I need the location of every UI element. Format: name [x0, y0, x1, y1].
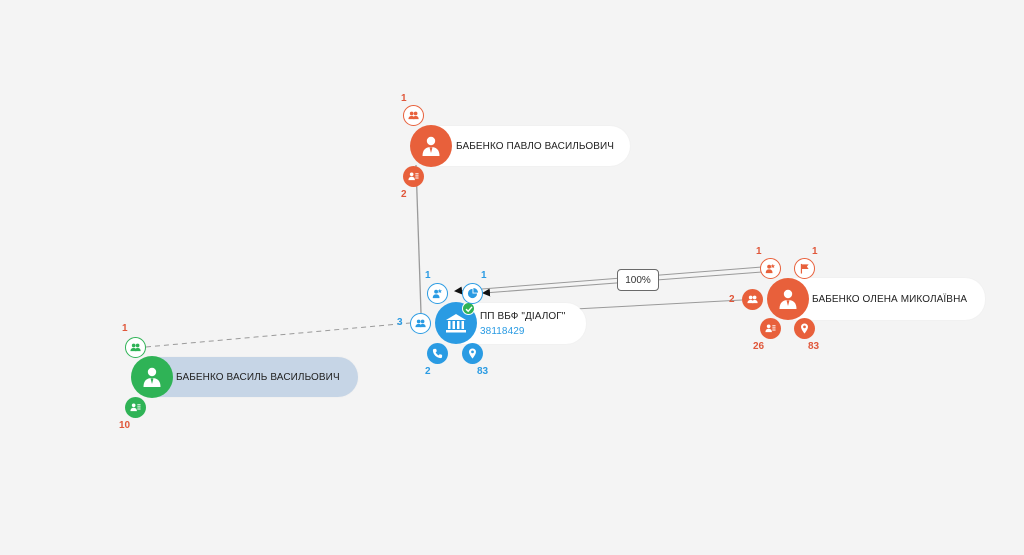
person-icon: [779, 289, 797, 309]
edge-olena-founder-1: [454, 266, 763, 295]
person-avatar-olena[interactable]: [767, 278, 809, 320]
badge-count-company-bottom-left: 2: [425, 366, 431, 377]
badge-count-olena-bottom-left: 26: [753, 341, 765, 352]
person-list-icon: [765, 324, 776, 333]
badge-count-pavlo-bottom: 2: [401, 189, 407, 200]
person-icon: [143, 367, 161, 387]
person-list-button-pavlo[interactable]: [403, 166, 424, 187]
person-avatar-vasyl[interactable]: [131, 356, 173, 398]
founder-button-olena[interactable]: [760, 258, 781, 279]
share-pie-icon: [467, 288, 478, 299]
edge-olena-company: [574, 299, 743, 310]
related-persons-icon: [408, 111, 419, 120]
node-name-pavlo: БАБЕНКО ПАВЛО ВАСИЛЬОВИЧ: [456, 140, 615, 152]
company-name: ПП ВБФ "ДІАЛОГ": [480, 310, 566, 322]
badge-count-olena-bottom-right: 83: [808, 341, 820, 352]
related-persons-icon: [130, 343, 141, 352]
person-icon: [422, 136, 440, 156]
founder-icon: [432, 288, 443, 299]
related-persons-icon: [747, 295, 758, 304]
badge-count-company-left: 3: [397, 317, 403, 328]
badge-count-vasyl-bottom: 10: [119, 420, 131, 431]
location-pin-icon: [801, 323, 808, 334]
person-list-icon: [130, 403, 141, 412]
location-button-company[interactable]: [462, 343, 483, 364]
share-button-company[interactable]: [462, 283, 483, 304]
founder-icon: [765, 263, 776, 274]
badge-count-company-top-left: 1: [425, 270, 431, 281]
company-code: 38118429: [480, 325, 525, 337]
flag-icon: [800, 263, 809, 274]
founder-button-company[interactable]: [427, 283, 448, 304]
person-list-icon: [408, 172, 419, 181]
ownership-share-label[interactable]: 100%: [617, 269, 659, 291]
badge-count-pavlo-top: 1: [401, 93, 407, 104]
related-persons-icon: [415, 319, 426, 328]
related-persons-button-olena[interactable]: [742, 289, 763, 310]
related-persons-button-company[interactable]: [410, 313, 431, 334]
edge-vasyl-company: [145, 322, 411, 348]
node-name-olena: БАБЕНКО ОЛЕНА МИКОЛАЇВНА: [812, 293, 968, 305]
phone-icon: [432, 348, 443, 359]
related-persons-button-vasyl[interactable]: [125, 337, 146, 358]
badge-count-olena-top-right: 1: [812, 246, 818, 257]
person-list-button-vasyl[interactable]: [125, 397, 146, 418]
badge-count-olena-top-left: 1: [756, 246, 762, 257]
bank-building-icon: [446, 314, 466, 333]
badge-count-company-bottom-right: 83: [477, 366, 489, 377]
person-avatar-pavlo[interactable]: [410, 125, 452, 167]
node-olena[interactable]: БАБЕНКО ОЛЕНА МИКОЛАЇВНА: [778, 278, 985, 320]
person-list-button-olena[interactable]: [760, 318, 781, 339]
badge-count-company-top-right: 1: [481, 270, 487, 281]
location-button-olena[interactable]: [794, 318, 815, 339]
badge-count-olena-left: 2: [729, 294, 735, 305]
phone-button-company[interactable]: [427, 343, 448, 364]
node-pavlo[interactable]: БАБЕНКО ПАВЛО ВАСИЛЬОВИЧ: [420, 126, 630, 166]
node-name-vasyl: БАБЕНКО ВАСИЛЬ ВАСИЛЬОВИЧ: [176, 371, 340, 383]
node-vasyl[interactable]: БАБЕНКО ВАСИЛЬ ВАСИЛЬОВИЧ: [140, 357, 358, 397]
flag-button-olena[interactable]: [794, 258, 815, 279]
edge-pavlo-company: [415, 164, 422, 314]
location-pin-icon: [469, 348, 476, 359]
related-persons-button-pavlo[interactable]: [403, 105, 424, 126]
badge-count-vasyl-top: 1: [122, 323, 128, 334]
